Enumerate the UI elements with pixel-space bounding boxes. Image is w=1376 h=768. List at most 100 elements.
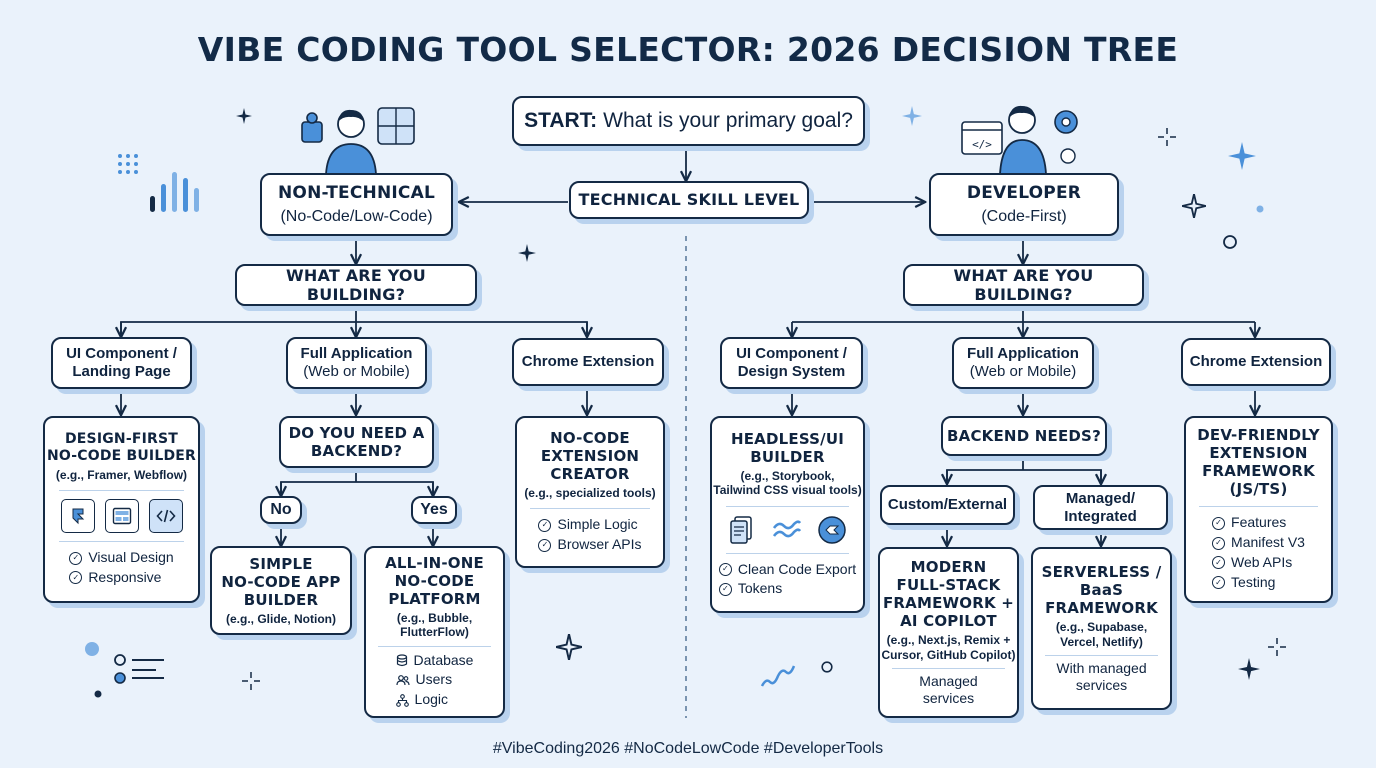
modern-note-1: Managed	[919, 673, 978, 690]
developer-ui-line1: UI Component /	[736, 345, 847, 362]
modern-line1: MODERN	[910, 558, 987, 577]
yes-option-box: Yes	[411, 496, 457, 524]
serverless-line3: FRAMEWORK	[1045, 599, 1158, 618]
developer-full-line1: Full Application	[967, 345, 1079, 362]
design-first-box: DESIGN-FIRST NO-CODE BUILDER (e.g., Fram…	[43, 416, 200, 603]
non-technical-ui-line1: UI Component /	[66, 345, 177, 362]
crosshair-icon	[1158, 128, 1176, 146]
divider	[378, 645, 491, 647]
modern-examples-1: (e.g., Next.js, Remix +	[886, 633, 1011, 648]
backend-question-line1: DO YOU NEED A	[288, 424, 425, 442]
backend-question-line2: BACKEND?	[310, 442, 403, 460]
custom-external-box: Custom/External	[880, 485, 1015, 525]
check-icon: ✓	[1212, 516, 1226, 530]
design-first-line2: NO-CODE BUILDER	[46, 447, 197, 464]
headless-line1: HEADLESS/UI	[730, 429, 845, 448]
extension-creator-box: NO-CODE EXTENSION CREATOR (e.g., special…	[515, 416, 665, 568]
developer-full-app-box: Full Application (Web or Mobile)	[952, 337, 1094, 389]
allinone-examples-1: (e.g., Bubble,	[396, 610, 473, 625]
sparkle-icon	[1182, 194, 1206, 218]
modern-note-2: services	[922, 689, 975, 706]
backend-needs-box: BACKEND NEEDS?	[941, 416, 1107, 456]
developer-chrome-extension-box: Chrome Extension	[1181, 338, 1331, 386]
managed-line2: Integrated	[1064, 507, 1137, 525]
sparkle-icon	[556, 634, 582, 660]
start-question: What is your primary goal?	[603, 109, 853, 133]
feature-item: Database	[396, 651, 473, 671]
developer-sub: (Code-First)	[981, 207, 1067, 225]
developer-ui-line2: Design System	[737, 363, 846, 380]
no-label: No	[270, 501, 292, 519]
crosshair-icon	[242, 672, 260, 690]
storybook-icon	[817, 515, 846, 544]
serverless-examples-1: (e.g., Supabase,	[1055, 620, 1148, 635]
dot-decoration-icon	[1256, 205, 1264, 213]
devext-line2: EXTENSION	[1209, 444, 1308, 463]
backend-question-box: DO YOU NEED A BACKEND?	[279, 416, 434, 468]
developer-box: DEVELOPER (Code-First)	[929, 173, 1119, 236]
divider	[892, 668, 1005, 670]
allinone-line1: ALL-IN-ONE	[385, 553, 484, 572]
code-icon	[148, 499, 183, 534]
modern-line3: FRAMEWORK +	[882, 594, 1015, 613]
managed-line1: Managed/	[1065, 489, 1136, 507]
extcreator-line2: EXTENSION	[540, 446, 640, 465]
dev-extension-framework-box: DEV-FRIENDLY EXTENSION FRAMEWORK (JS/TS)…	[1184, 416, 1333, 603]
feature-item: ✓Responsive	[69, 568, 173, 588]
feature-item: ✓Browser APIs	[538, 535, 642, 555]
developer-full-line2: (Web or Mobile)	[969, 363, 1077, 380]
bar-chart-decoration-icon	[118, 154, 199, 212]
divider	[725, 505, 850, 507]
sparkle-icon	[1228, 142, 1256, 170]
non-technical-building-label: WHAT ARE YOU BUILDING?	[286, 265, 426, 304]
devext-line4: (JS/TS)	[1229, 480, 1288, 499]
headless-tool-icons	[729, 515, 847, 545]
wave-decoration-icon	[760, 665, 796, 687]
feature-item: ✓Web APIs	[1212, 553, 1305, 573]
non-technical-ext-label: Chrome Extension	[521, 353, 655, 370]
sparkle-icon	[518, 244, 536, 262]
hashtags: #VibeCoding2026 #NoCodeLowCode #Develope…	[492, 740, 884, 757]
serverless-baas-box: SERVERLESS / BaaS FRAMEWORK (e.g., Supab…	[1031, 547, 1172, 710]
divider	[725, 552, 850, 554]
simple-line3: BUILDER	[243, 590, 319, 609]
non-technical-sub: (No-Code/Low-Code)	[280, 207, 433, 225]
feature-item: ✓Visual Design	[69, 548, 174, 568]
feature-item: ✓Features	[1212, 513, 1305, 533]
layout-icon	[104, 499, 139, 534]
document-icon	[729, 515, 752, 544]
serverless-note-2: services	[1075, 676, 1128, 693]
custom-external-label: Custom/External	[887, 496, 1008, 513]
non-technical-building-box: WHAT ARE YOU BUILDING?	[235, 264, 477, 306]
headless-ui-builder-box: HEADLESS/UI BUILDER (e.g., Storybook, Ta…	[710, 416, 865, 613]
divider	[58, 490, 185, 492]
headless-line2: BUILDER	[750, 447, 825, 466]
allinone-line3: PLATFORM	[388, 589, 481, 608]
check-icon: ✓	[718, 582, 732, 596]
modern-full-stack-box: MODERN FULL-STACK FRAMEWORK + AI COPILOT…	[878, 547, 1019, 718]
start-label: START:	[524, 109, 598, 133]
list-decoration-icon	[85, 642, 164, 698]
divider	[58, 541, 185, 543]
feature-item: Users	[395, 670, 474, 690]
developer-building-box: WHAT ARE YOU BUILDING?	[903, 264, 1144, 306]
circle-decoration-icon	[1223, 235, 1237, 249]
feature-item: ✓Clean Code Export	[718, 560, 856, 580]
allinone-features: Database Users Logic	[395, 651, 474, 711]
developer-header: DEVELOPER	[966, 183, 1082, 204]
extcreator-features: ✓Simple Logic ✓Browser APIs	[538, 515, 642, 555]
skill-level-box: TECHNICAL SKILL LEVEL	[569, 181, 809, 219]
simple-examples: (e.g., Glide, Notion)	[226, 611, 336, 626]
non-technical-ui-component-box: UI Component / Landing Page	[51, 337, 192, 389]
non-technical-full-line1: Full Application	[300, 345, 413, 362]
check-icon: ✓	[1212, 576, 1226, 590]
users-icon	[395, 675, 410, 686]
simple-line2: NO-CODE APP	[221, 572, 341, 591]
divider	[1199, 506, 1318, 508]
non-technical-person-illustration	[301, 107, 415, 175]
database-icon	[396, 654, 407, 667]
non-technical-ui-line2: Landing Page	[72, 363, 171, 380]
extcreator-examples: (e.g., specialized tools)	[524, 485, 656, 500]
sparkle-icon	[236, 108, 252, 124]
